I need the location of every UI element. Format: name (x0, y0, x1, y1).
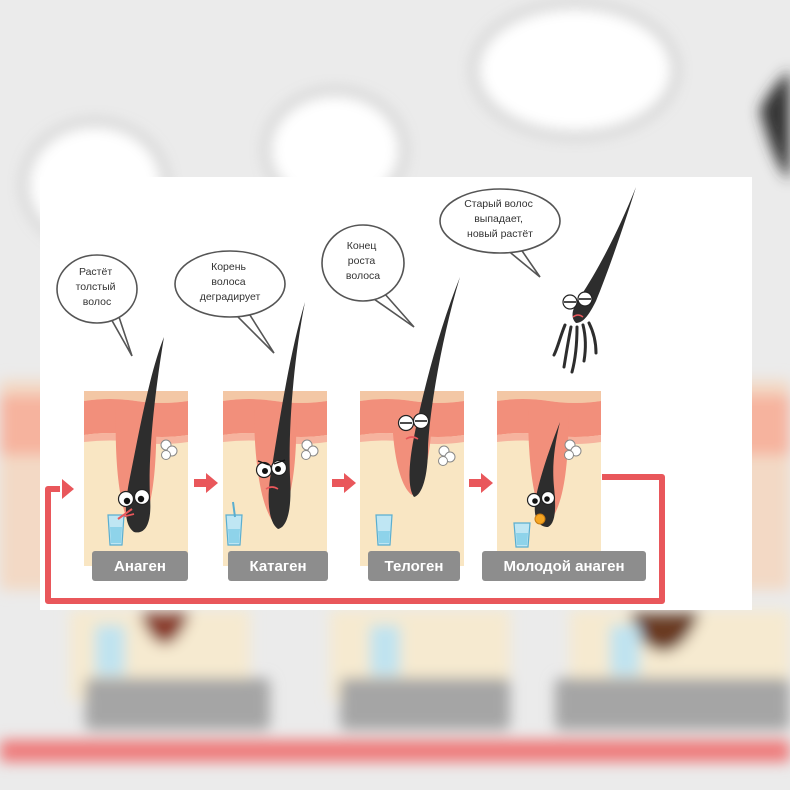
water-glass-anagen (107, 508, 133, 546)
stage-label-text: Молодой анаген (503, 558, 624, 575)
svg-text:Конец роста волоса: Конец роста волоса (346, 240, 380, 282)
bubble-line: Растёт (79, 266, 112, 278)
water-glass-telogen (375, 514, 393, 546)
stage-label-text: Катаген (249, 558, 306, 575)
bubble-line: Старый волос (464, 198, 533, 210)
stage-label-new-anagen: Молодой анаген (482, 551, 646, 581)
bubble-line: толстый (76, 281, 116, 293)
stage-label-catagen: Катаген (228, 551, 328, 581)
cycle-return-arrow (45, 474, 665, 604)
svg-text:Растёт толстый вол: Растёт толстый волос (76, 266, 119, 308)
arrow-catagen-to-telogen (332, 473, 356, 493)
speech-bubble-anagen: Растёт толстый волос (56, 254, 138, 357)
bubble-line: деградирует (200, 291, 261, 303)
bubble-line: Корень (211, 261, 246, 273)
speech-bubble-telogen: Конец роста волоса (321, 224, 415, 328)
bubble-line: Конец (347, 240, 377, 252)
hair-catagen (255, 302, 319, 529)
bubble-line: выпадает, (474, 213, 523, 225)
falling-old-hair (552, 187, 636, 374)
arrow-telogen-to-new-anagen (469, 473, 493, 493)
svg-text:Корень волоса дегр: Корень волоса деградирует (200, 261, 261, 303)
hair-young-anagen (526, 422, 582, 527)
bubble-line: новый растёт (467, 228, 533, 240)
stage-label-text: Телоген (385, 558, 444, 575)
water-glass-catagen (225, 501, 243, 546)
hair-cycle-diagram-panel: Растёт толстый волос Корень волоса дегра… (40, 177, 752, 610)
stage-label-text: Анаген (114, 558, 166, 575)
stage-label-telogen: Телоген (368, 551, 460, 581)
stage-label-anagen: Анаген (92, 551, 188, 581)
bubble-line: роста (348, 255, 376, 267)
hair-anagen (117, 337, 178, 533)
speech-bubble-new-anagen: Старый волос выпадает, новый растёт (439, 188, 561, 278)
skin-block-catagen (223, 391, 327, 566)
bubble-line: волоса (346, 270, 380, 282)
hair-cycle-diagram: Растёт толстый волос Корень волоса дегра… (45, 187, 665, 604)
svg-text:Старый волос выпадает,: Старый волос выпадает, новый растёт (464, 198, 536, 240)
speech-bubble-catagen: Корень волоса деградирует (174, 250, 286, 354)
water-glass-new-anagen (513, 522, 531, 548)
arrow-anagen-to-catagen (194, 473, 218, 493)
hair-telogen (397, 277, 460, 497)
bubble-line: волос (83, 296, 111, 308)
bubble-line: волоса (211, 276, 245, 288)
